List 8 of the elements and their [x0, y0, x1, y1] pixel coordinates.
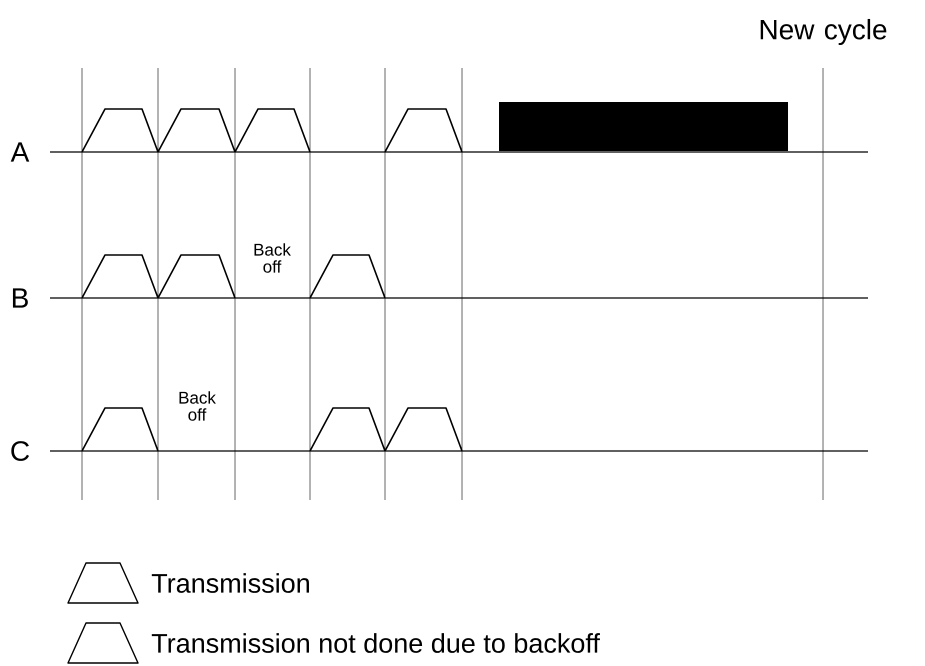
legend-text: Transmission	[152, 573, 309, 593]
legend-text: Transmission not done due to backoff	[152, 633, 600, 653]
row-label: B	[12, 288, 28, 308]
annotation-text: Back off	[254, 243, 291, 273]
label: New cycle	[760, 18, 886, 46]
row-label: C	[11, 441, 30, 461]
row-label: A	[10, 142, 30, 162]
annotation-text: Back off	[180, 391, 216, 421]
